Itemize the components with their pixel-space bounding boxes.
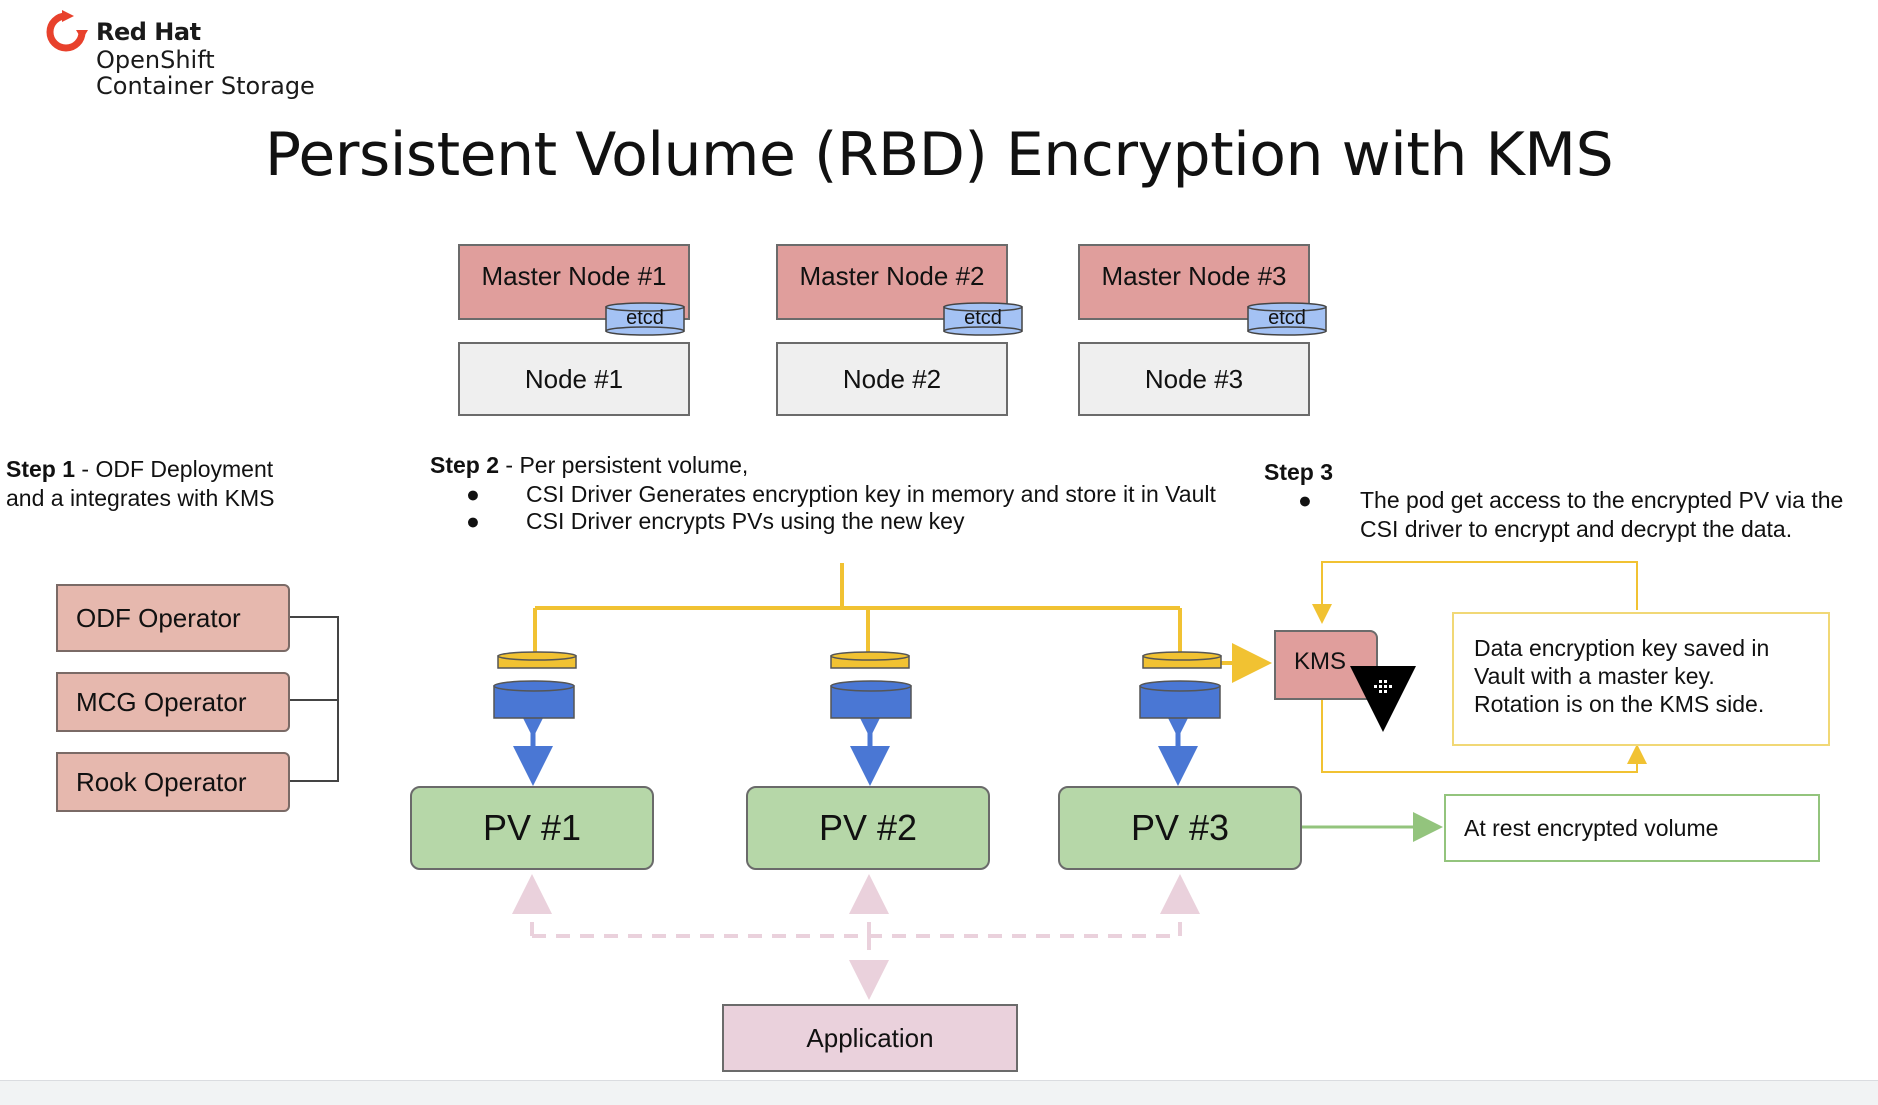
at-rest-label: At rest encrypted volume	[1464, 814, 1719, 841]
step3-bullet: ● The pod get access to the encrypted PV …	[1298, 486, 1843, 544]
step1-line1: - ODF Deployment	[75, 456, 274, 482]
step1-label: Step 1	[6, 456, 76, 482]
pv-2: PV #2	[746, 786, 990, 870]
bullet-dot-icon: ●	[1298, 487, 1312, 513]
etcd-label-2: etcd	[964, 307, 1002, 329]
vault-note: Data encryption key saved in Vault with …	[1452, 612, 1830, 746]
master-node-1-label: Master Node #1	[481, 260, 667, 291]
vault-note-line3: Rotation is on the KMS side.	[1474, 691, 1765, 717]
at-rest-note: At rest encrypted volume	[1444, 794, 1820, 862]
vault-note-line2: Vault with a master key.	[1474, 663, 1715, 689]
node-2: Node #2	[776, 342, 1008, 416]
kms-loop-top	[1312, 561, 1638, 624]
step3-line2: CSI driver to encrypt and decrypt the da…	[1360, 516, 1793, 542]
step1-text: Step 1 - ODF Deployment and a integrates…	[6, 455, 274, 513]
step2-intro: - Per persistent volume,	[499, 452, 749, 478]
logo-product: OpenShift	[96, 46, 215, 74]
step2-bullet-2: ● CSI Driver encrypts PVs using the new k…	[466, 507, 964, 536]
kms-loop-bottom	[1321, 700, 1647, 773]
step3-label-text: Step 3	[1264, 459, 1334, 485]
application-box: Application	[722, 1004, 1018, 1072]
mcg-operator: MCG Operator	[56, 672, 290, 732]
vault-note-line1: Data encryption key saved in	[1474, 635, 1770, 661]
logo-brand: Red Hat	[96, 18, 201, 46]
master-node-3: Master Node #3	[1078, 244, 1310, 320]
redhat-logo-icon	[46, 10, 88, 52]
step2-bullet-2-text: CSI Driver encrypts PVs using the new ke…	[526, 508, 965, 534]
odf-operator: ODF Operator	[56, 584, 290, 652]
bullet-dot-icon: ●	[466, 508, 480, 534]
kms-label: KMS	[1294, 648, 1347, 675]
node-1: Node #1	[458, 342, 690, 416]
vault-icon	[1350, 666, 1416, 732]
etcd-db-icon-3: etcd	[1247, 302, 1327, 336]
logo-subtitle: Container Storage	[96, 72, 315, 100]
disk-group-2	[830, 651, 912, 719]
bullet-dot-icon: ●	[466, 481, 480, 507]
bottom-bar	[0, 1080, 1878, 1105]
etcd-label-1: etcd	[626, 307, 664, 329]
step2-bullet-1: ● CSI Driver Generates encryption key in …	[466, 480, 1216, 509]
etcd-label-3: etcd	[1268, 307, 1306, 329]
etcd-db-icon-2: etcd	[943, 302, 1023, 336]
disk-group-1	[493, 651, 577, 719]
step2-bullet-1-text: CSI Driver Generates encryption key in m…	[526, 481, 1216, 507]
step2-text: Step 2 - Per persistent volume,	[430, 451, 748, 480]
rook-operator: Rook Operator	[56, 752, 290, 812]
master-node-3-label: Master Node #3	[1101, 260, 1287, 291]
node-3: Node #3	[1078, 342, 1310, 416]
page-title: Persistent Volume (RBD) Encryption with …	[264, 120, 1614, 190]
step2-label: Step 2	[430, 452, 500, 478]
step3-line1: The pod get access to the encrypted PV v…	[1360, 487, 1844, 513]
kms-box: KMS	[1274, 630, 1378, 700]
key-tree-line	[533, 563, 1182, 652]
etcd-db-icon-1: etcd	[605, 302, 685, 336]
step1-line2: and a integrates with KMS	[6, 485, 275, 511]
disk-group-3	[1139, 651, 1222, 719]
pv-3: PV #3	[1058, 786, 1302, 870]
master-node-2-label: Master Node #2	[799, 260, 985, 291]
step3-label: Step 3	[1264, 458, 1333, 487]
pv-1: PV #1	[410, 786, 654, 870]
operator-bracket	[288, 616, 339, 782]
